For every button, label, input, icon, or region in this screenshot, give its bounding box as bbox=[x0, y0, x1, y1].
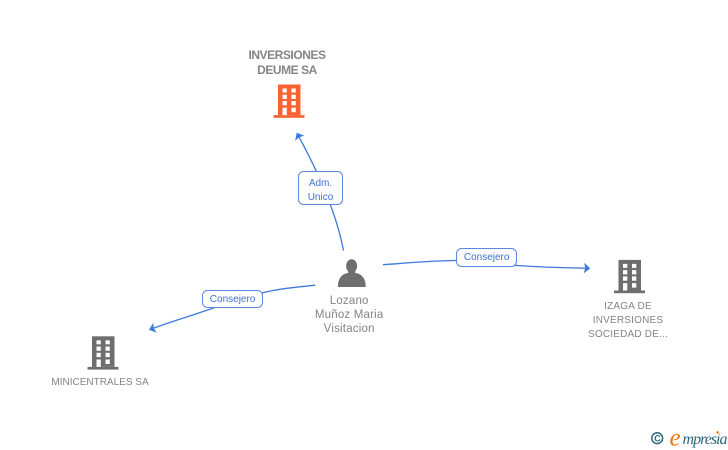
svg-text:e: e bbox=[670, 424, 681, 450]
svg-text:mpresia: mpresia bbox=[683, 431, 728, 448]
svg-text:C: C bbox=[654, 433, 661, 443]
